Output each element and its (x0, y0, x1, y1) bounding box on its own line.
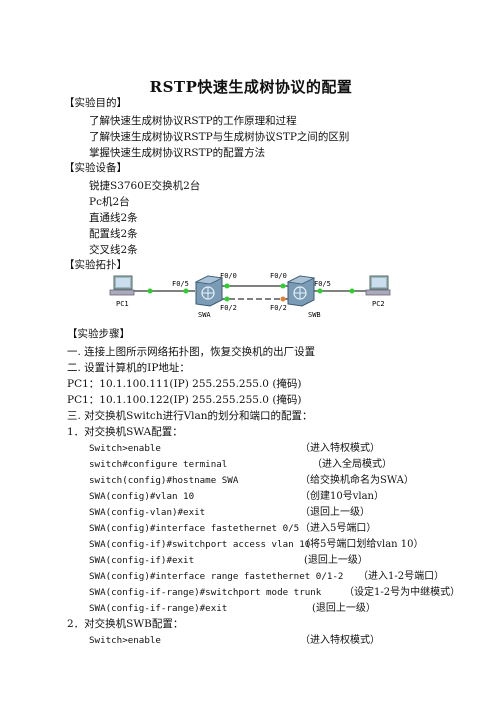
cli-command: SWA(config-if-range)#switchport mode tru… (89, 587, 322, 598)
port-light (183, 288, 189, 294)
cli-comment: (退回上一级） (304, 555, 368, 566)
page-title: RSTP快速生成树协议的配置 (149, 78, 353, 96)
switch-swa-icon (194, 275, 224, 307)
swb-port-label: F0/2 (270, 304, 287, 312)
step-line: 一. 连接上图所示网络拓扑图，恢复交换机的出厂设置 (67, 346, 316, 358)
swa-label: SWA (198, 311, 211, 319)
cli-command: Switch>enable (89, 635, 161, 646)
cli-command: switch(config)#hostname SWA (89, 475, 239, 486)
purpose-item: 了解快速生成树协议RSTP的工作原理和过程 (89, 115, 297, 127)
equipment-item: 交叉线2条 (89, 244, 138, 256)
equipment-item: Pc机2台 (89, 196, 130, 208)
sub-heading-swa: 1．对交换机SWA配置： (67, 426, 183, 438)
pc1-ip-line: PC1：10.1.100.111(IP) 255.255.255.0 (掩码) (67, 378, 302, 390)
pc2-ip-line: PC1：10.1.100.122(IP) 255.255.255.0 (掩码) (67, 394, 302, 406)
cli-command: SWA(config)#vlan 10 (89, 491, 195, 502)
purpose-item: 掌握快速生成树协议RSTP的配置方法 (89, 147, 266, 159)
section-topology-heading: 【实验拓扑】 (64, 259, 127, 271)
network-topology-diagram: F0/5 F0/0 F0/2 F0/0 F0/2 F0/5 PC1 SWA SW… (109, 272, 391, 319)
cli-comment: （进入特权模式） (300, 635, 380, 646)
switch-swb-icon (286, 275, 316, 307)
pc1-label: PC1 (116, 300, 129, 308)
port-light (349, 288, 355, 294)
purpose-item: 了解快速生成树协议RSTP与生成树协议STP之间的区别 (89, 131, 350, 143)
cli-command: SWA(config)#interface fastethernet 0/5 (89, 523, 300, 534)
cli-comment: （给交换机命名为SWA） (300, 475, 414, 486)
cli-comment: (退回上一级） (312, 603, 376, 614)
cli-comment: （进入5号端口） (300, 523, 377, 534)
equipment-item: 锐捷S3760E交换机2台 (89, 180, 201, 192)
cli-command: SWA(config-vlan)#exit (89, 507, 206, 518)
cli-command: Switch>enable (89, 443, 161, 454)
swa-port-label: F0/2 (220, 304, 237, 312)
pc1-icon (109, 275, 135, 296)
section-steps-heading: 【实验步骤】 (67, 328, 130, 340)
cli-comment: （进入特权模式） (300, 443, 380, 454)
cli-command: switch#configure terminal (89, 459, 228, 470)
cli-comment: （将5号端口划给vlan 10） (300, 539, 424, 550)
equipment-item: 直通线2条 (89, 212, 138, 224)
port-light (147, 288, 153, 294)
swa-port-label: F0/5 (172, 280, 189, 288)
step-line: 三. 对交换机Switch进行Vlan的划分和端口的配置： (67, 410, 313, 422)
equipment-item: 配置线2条 (89, 228, 138, 240)
port-light-blocked (280, 296, 286, 302)
cli-command: SWA(config-if)#exit (89, 555, 195, 566)
cli-comment: （退回上一级） (300, 507, 370, 518)
cli-command: SWA(config-if-range)#exit (89, 603, 228, 614)
swb-port-label: F0/5 (314, 280, 331, 288)
step-line: 二. 设置计算机的IP地址： (67, 362, 190, 374)
cli-command: SWA(config-if)#switchport access vlan 10 (89, 539, 311, 550)
swb-port-label: F0/0 (270, 272, 287, 280)
sub-heading-swb: 2．对交换机SWB配置： (67, 618, 184, 630)
swa-port-label: F0/0 (220, 272, 237, 280)
pc2-label: PC2 (372, 300, 385, 308)
cli-comment: （创建10号vlan） (300, 491, 384, 502)
port-light (317, 288, 323, 294)
port-light (224, 296, 230, 302)
swb-label: SWB (308, 311, 321, 319)
port-light (280, 283, 286, 289)
cli-command: SWA(config)#interface range fastethernet… (89, 571, 344, 582)
cli-comment: （进入全局模式） (312, 459, 392, 470)
pc2-icon (365, 275, 391, 296)
section-purpose-heading: 【实验目的】 (64, 97, 127, 109)
cli-comment: （设定1-2号为中继模式） (344, 587, 461, 598)
cli-comment: （进入1-2号端口） (358, 571, 445, 582)
section-equipment-heading: 【实验设备】 (64, 162, 127, 174)
port-light (224, 283, 230, 289)
